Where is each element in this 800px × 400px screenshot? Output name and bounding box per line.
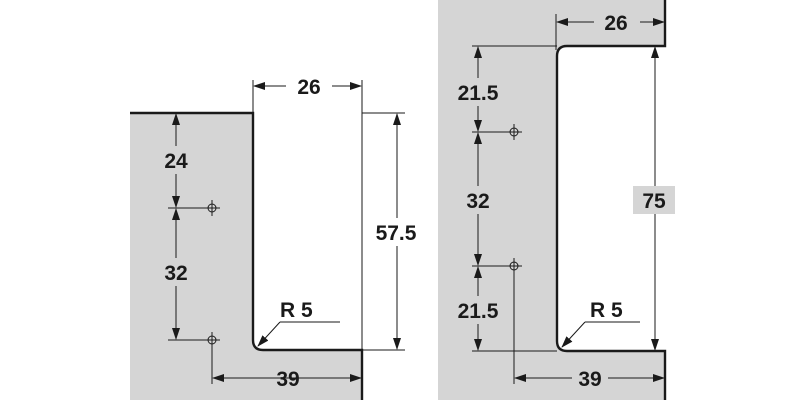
right-width-label: 26: [604, 12, 627, 35]
left-depth-label: 57.5: [376, 222, 417, 245]
right-cutout-edge: [555, 0, 667, 400]
left-cutout-edge: [130, 111, 364, 400]
right-hole-spacing-label: 32: [466, 190, 489, 213]
left-hole-upper: [204, 200, 220, 216]
left-panel: [130, 113, 362, 400]
right-depth-label: 75: [642, 190, 666, 213]
right-hole-upper: [506, 124, 522, 140]
right-radius-leader: [561, 321, 586, 348]
right-hole-edge-label: 39: [578, 368, 601, 391]
left-hole-edge-label: 39: [276, 368, 299, 391]
right-bottom-offset-label: 21.5: [458, 300, 499, 323]
right-detail: 26 75 21.5 32 21.5: [438, 0, 675, 400]
left-hole-spacing-label: 32: [164, 262, 187, 285]
left-width-label: 26: [297, 76, 320, 99]
left-detail: 26 57.5 24 32 39 R 5: [130, 73, 428, 400]
left-top-offset-label: 24: [164, 150, 188, 173]
left-radius-leader: [257, 321, 281, 347]
left-radius-label: R 5: [280, 299, 313, 322]
right-radius-label: R 5: [590, 299, 623, 322]
right-top-offset-label: 21.5: [458, 82, 499, 105]
